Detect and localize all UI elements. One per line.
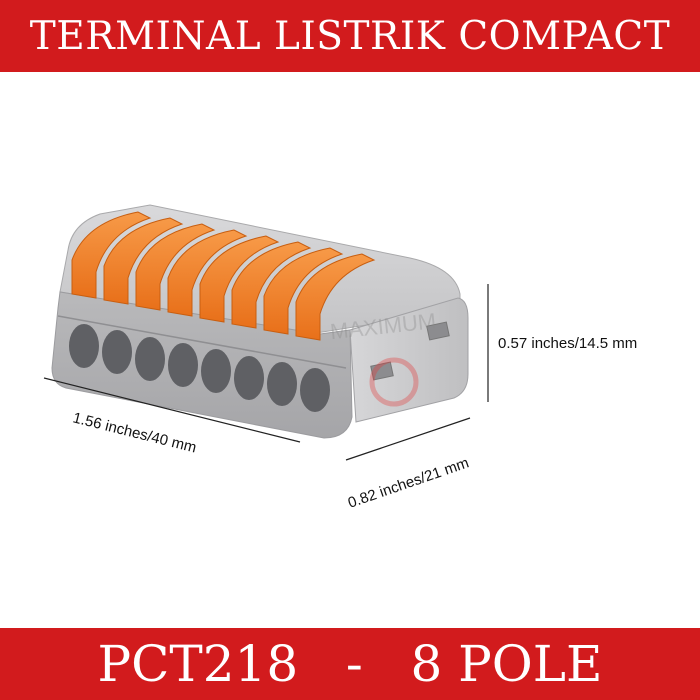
lever-6 bbox=[231, 241, 312, 329]
wire-hole-4 bbox=[168, 343, 198, 387]
lever-7 bbox=[263, 247, 344, 335]
product-illustration: MAXIMUM 1.56 inches/40 mm 0.82 inches/21… bbox=[43, 204, 637, 512]
lever-8 bbox=[295, 253, 376, 341]
watermark-logo-icon bbox=[369, 357, 419, 407]
wire-entry-holes bbox=[69, 324, 330, 412]
header-title: TERMINAL LISTRIK COMPACT bbox=[29, 13, 671, 59]
lever-3 bbox=[135, 223, 216, 311]
lever-2 bbox=[103, 217, 184, 305]
dimension-label-width: 0.82 inches/21 mm bbox=[346, 454, 471, 511]
lever-5 bbox=[199, 235, 280, 323]
lever-1 bbox=[71, 211, 152, 299]
side-slot-upper bbox=[426, 321, 450, 341]
wire-hole-6 bbox=[234, 356, 264, 400]
wire-hole-2 bbox=[102, 330, 132, 374]
wire-hole-7 bbox=[267, 362, 297, 406]
lever-group bbox=[71, 211, 376, 341]
footer-title: PCT218 - 8 POLE bbox=[97, 635, 603, 693]
dimension-line-width bbox=[345, 417, 471, 461]
product-stage: MAXIMUM 1.56 inches/40 mm 0.82 inches/21… bbox=[0, 72, 700, 628]
wire-hole-8 bbox=[300, 368, 330, 412]
dimension-line-length bbox=[43, 377, 301, 443]
lever-4 bbox=[167, 229, 248, 317]
dimension-label-height: 0.57 inches/14.5 mm bbox=[498, 335, 637, 352]
wire-hole-3 bbox=[135, 337, 165, 381]
dimension-lines bbox=[43, 284, 489, 461]
wire-hole-5 bbox=[201, 349, 231, 393]
side-slot-lower bbox=[370, 361, 394, 381]
wire-hole-1 bbox=[69, 324, 99, 368]
footer-banner: PCT218 - 8 POLE bbox=[0, 628, 700, 700]
front-seam bbox=[57, 315, 347, 369]
dimension-label-length: 1.56 inches/40 mm bbox=[71, 409, 198, 456]
header-banner: TERMINAL LISTRIK COMPACT bbox=[0, 0, 700, 72]
